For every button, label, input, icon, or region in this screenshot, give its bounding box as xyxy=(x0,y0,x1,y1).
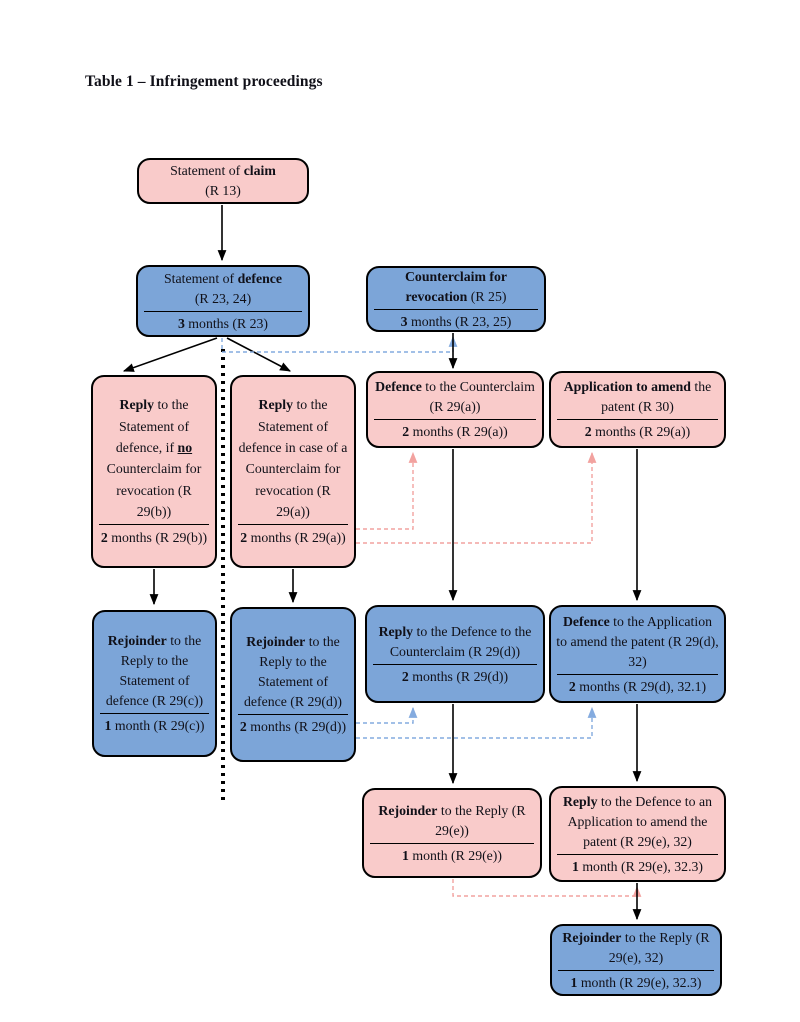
node-rejoinder-29c: Rejoinder to the Reply to the Statement … xyxy=(92,610,217,757)
arrow-defence-to-reply-cc xyxy=(226,337,291,372)
node-defence-to-application: Defence to the Application to amend the … xyxy=(549,605,726,703)
node-text: Statement of claim(R 13) xyxy=(170,163,276,198)
deadline-separator xyxy=(558,969,714,971)
dashed-arrow-reply-cc-to-defence-cc xyxy=(356,451,418,530)
deadline-separator xyxy=(374,308,538,310)
node-deadline: 2 months (R 29(a)) xyxy=(402,424,508,439)
node-application-to-amend: Application to amend the patent (R 30) 2… xyxy=(549,371,726,448)
deadline-separator xyxy=(557,419,718,420)
deadline-separator xyxy=(557,673,718,675)
node-text: Reply to the Statement of defence in cas… xyxy=(238,397,348,520)
node-text: Rejoinder to the Reply to the Statement … xyxy=(105,633,204,708)
deadline-separator xyxy=(144,310,302,312)
deadline-separator xyxy=(238,524,348,526)
node-rejoinder-29e: Rejoinder to the Reply (R 29(e)) 1 month… xyxy=(362,788,542,878)
node-deadline: 1 month (R 29(e), 32.3) xyxy=(570,974,702,990)
deadline-separator xyxy=(238,714,348,715)
deadline-separator xyxy=(370,842,534,844)
deadline-separator xyxy=(374,419,536,420)
node-deadline: 2 months (R 29(d), 32.1) xyxy=(568,678,707,694)
node-deadline: 1 month (R 29(c)) xyxy=(104,718,205,733)
node-deadline: 2 months (R 29(d)) xyxy=(239,719,347,734)
node-text: Reply to the Defence to the Counterclaim… xyxy=(378,623,532,659)
node-text: Rejoinder to the Reply to the Statement … xyxy=(243,634,343,709)
node-text: Statement of defence(R 23, 24) xyxy=(163,270,282,306)
node-deadline: 1 month (R 29(e), 32.3) xyxy=(571,858,704,874)
page-title: Table 1 – Infringement proceedings xyxy=(85,73,323,90)
node-text: Rejoinder to the Reply (R 29(e)) xyxy=(378,802,526,838)
node-deadline: 2 months (R 29(d)) xyxy=(401,668,509,684)
dashed-arrow-rejoinder-d-to-def-app xyxy=(356,706,597,739)
node-deadline: 2 months (R 29(a)) xyxy=(240,530,346,546)
deadline-separator xyxy=(373,663,537,665)
node-reply-no-counterclaim: Reply to the Statement of defence, if no… xyxy=(91,375,217,568)
node-text: Reply to the Statement of defence, if no… xyxy=(106,397,202,520)
node-defence-to-counterclaim: Defence to the Counterclaim (R 29(a)) 2 … xyxy=(366,371,544,448)
node-deadline: 2 months (R 29(a)) xyxy=(584,424,691,439)
node-counterclaim-revocation: Counterclaim for revocation (R 25) 3 mon… xyxy=(366,266,546,332)
node-rejoinder-29d: Rejoinder to the Reply to the Statement … xyxy=(230,607,356,762)
node-text: Defence to the Counterclaim (R 29(a)) xyxy=(375,379,535,414)
deadline-separator xyxy=(99,524,209,526)
node-statement-of-defence: Statement of defence(R 23, 24) 3 months … xyxy=(136,265,310,337)
node-deadline: 3 months (R 23, 25) xyxy=(400,313,512,329)
node-text: Rejoinder to the Reply (R 29(e), 32) xyxy=(562,929,710,965)
node-rejoinder-29e-32: Rejoinder to the Reply (R 29(e), 32) 1 m… xyxy=(550,924,722,996)
node-text: Reply to the Defence to an Application t… xyxy=(562,793,713,849)
node-text: Application to amend the patent (R 30) xyxy=(563,379,712,414)
node-reply-to-defence-application: Reply to the Defence to an Application t… xyxy=(549,786,726,882)
node-reply-with-counterclaim: Reply to the Statement of defence in cas… xyxy=(230,375,356,568)
node-deadline: 2 months (R 29(b)) xyxy=(100,530,208,546)
dashed-arrow-reply-cc-to-app-amend xyxy=(356,451,597,544)
dashed-arrow-rejoinder-d-to-reply-def-cc xyxy=(356,706,418,724)
node-reply-to-defence-counterclaim: Reply to the Defence to the Counterclaim… xyxy=(365,605,545,703)
dashed-arrow-defence-to-counterclaim xyxy=(221,335,458,353)
node-deadline: 3 months (R 23) xyxy=(177,315,269,331)
deadline-separator xyxy=(100,713,209,714)
node-deadline: 1 month (R 29(e)) xyxy=(401,847,502,863)
node-text: Counterclaim for revocation (R 25) xyxy=(404,268,508,304)
arrow-defence-to-reply-no-cc xyxy=(122,337,218,372)
node-text: Defence to the Application to amend the … xyxy=(556,613,719,669)
node-statement-of-claim: Statement of claim(R 13) xyxy=(137,158,309,204)
deadline-separator xyxy=(557,853,718,855)
